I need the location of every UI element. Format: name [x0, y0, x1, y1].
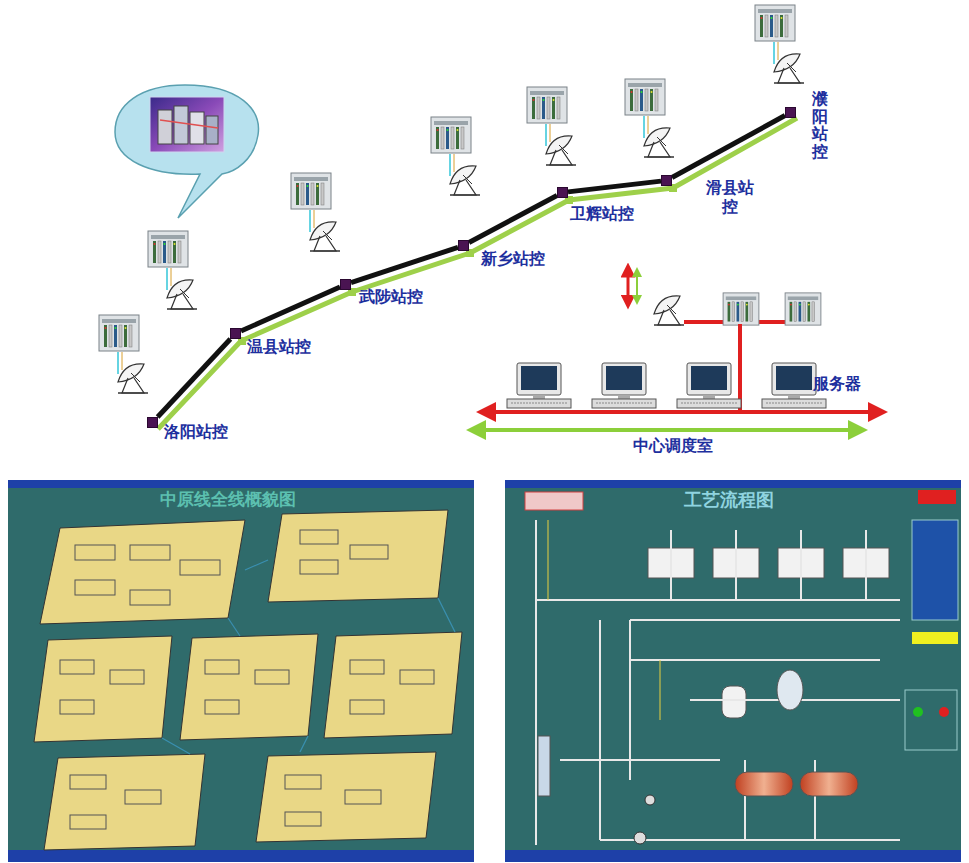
station-marker: 温县站控 — [230, 328, 241, 339]
station-marker: 新乡站控 — [458, 240, 469, 251]
pipeline-segment — [158, 339, 231, 417]
station-label: 卫辉站控 — [570, 204, 634, 223]
area-label: 服务器 — [813, 374, 861, 393]
station-marker: 滑县站控 — [661, 175, 672, 186]
screen-title: 工艺流程图 — [684, 489, 774, 511]
dispatch-center — [476, 270, 878, 430]
pipeline-segment — [469, 195, 557, 242]
station-marker: 洛阳站控 — [147, 417, 158, 428]
pipeline-segment — [241, 287, 340, 331]
station-label: 洛阳站控 — [164, 422, 228, 441]
area-label: 中心调度室 — [633, 436, 713, 455]
station-label: 武陟站控 — [359, 287, 423, 306]
pipeline-segment — [672, 116, 785, 178]
pipeline-segment — [351, 247, 458, 282]
station-marker: 武陟站控 — [340, 279, 351, 290]
green-pipeline — [158, 118, 797, 429]
station-label: 新乡站控 — [481, 249, 545, 268]
screen-title: 中原线全线概貌图 — [160, 489, 296, 509]
station-label: 滑县站控 — [704, 178, 757, 216]
station-marker: 濮阳站控 — [785, 107, 796, 118]
process-screenshot — [505, 480, 961, 862]
station-marker: 卫辉站控 — [557, 187, 568, 198]
station-equipment — [99, 5, 804, 393]
equipment-photo — [150, 97, 224, 152]
pipeline-segment — [568, 181, 661, 192]
overview-screenshot — [8, 480, 474, 862]
speech-bubble — [115, 85, 258, 218]
station-label: 濮阳站控 — [812, 90, 828, 160]
station-label: 温县站控 — [247, 337, 311, 356]
